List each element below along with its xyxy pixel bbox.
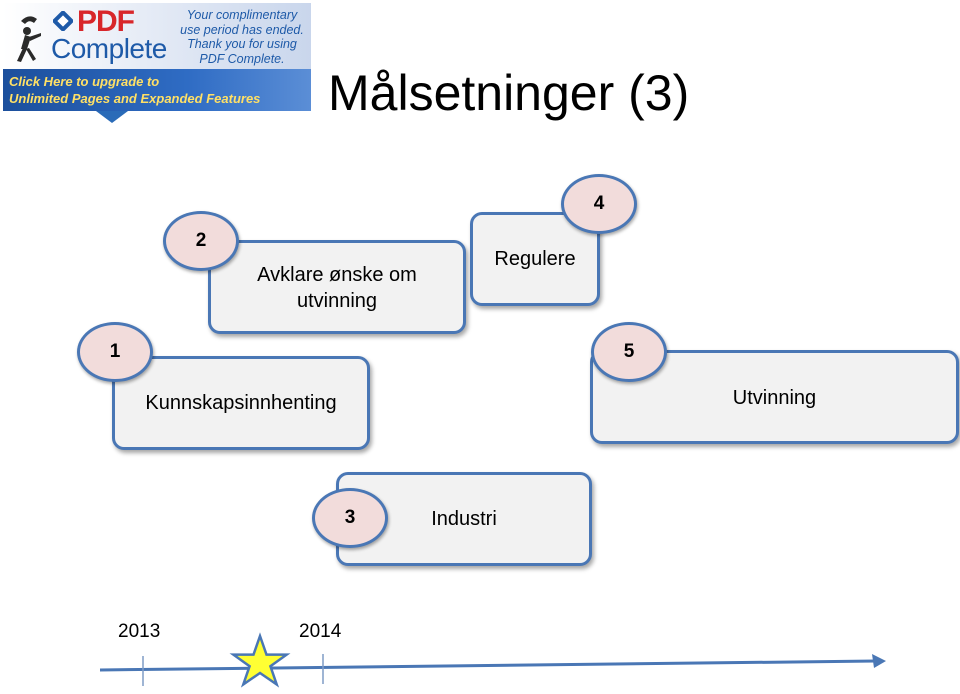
step-label-2-line1: Avklare ønske om bbox=[257, 264, 417, 286]
pdf-logo-text: PDF bbox=[77, 5, 135, 38]
step-box-2 bbox=[208, 240, 466, 334]
complete-logo-text: Complete bbox=[51, 33, 167, 64]
jumping-figure-icon bbox=[17, 16, 41, 62]
trial-message-line: Your complimentary bbox=[186, 8, 298, 22]
upgrade-link[interactable]: Click Here to upgrade to Unlimited Pages… bbox=[3, 69, 311, 111]
step-circle-5: 5 bbox=[591, 322, 667, 382]
trial-message-line: Thank you for using bbox=[187, 37, 297, 51]
step-label-1: Kunnskapsinnhenting bbox=[145, 392, 337, 414]
timeline bbox=[99, 632, 886, 688]
timeline-arrowhead-icon bbox=[872, 654, 886, 668]
timeline-year-2014: 2014 bbox=[299, 621, 342, 642]
star-icon bbox=[229, 632, 291, 688]
step-label-4: Regulere bbox=[494, 248, 576, 270]
step-box-1 bbox=[112, 356, 370, 450]
step-label-5: Utvinning bbox=[732, 387, 817, 409]
step-label-2-line2: utvinning bbox=[296, 290, 378, 312]
step-circle-3: 3 bbox=[312, 488, 388, 548]
step-circle-1: 1 bbox=[77, 322, 153, 382]
upgrade-link-line1: Click Here to upgrade to bbox=[9, 74, 160, 89]
trial-message: Your complimentary use period has ended.… bbox=[175, 8, 309, 66]
step-circle-2: 2 bbox=[163, 211, 239, 271]
trial-message-line: use period has ended. bbox=[180, 22, 304, 37]
step-label-2: Avklare ønske om utvinning bbox=[208, 262, 466, 314]
step-circle-4: 4 bbox=[561, 174, 637, 234]
trial-message-line: PDF Complete. bbox=[199, 51, 285, 66]
pdf-logo-icon bbox=[53, 11, 73, 31]
timeline-axis bbox=[99, 659, 877, 672]
slide-title: Målsetninger (3) bbox=[328, 65, 690, 121]
pdf-complete-banner: PDF Complete Your complimentary use peri… bbox=[3, 3, 311, 111]
banner-tab bbox=[96, 111, 128, 123]
upgrade-link-line2: Unlimited Pages and Expanded Features bbox=[9, 91, 261, 106]
timeline-year-2013: 2013 bbox=[118, 621, 161, 642]
step-label-3: Industri bbox=[431, 508, 497, 530]
